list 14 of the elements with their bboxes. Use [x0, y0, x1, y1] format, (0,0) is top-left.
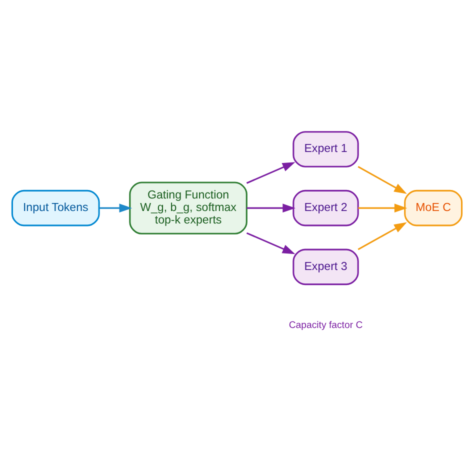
node-box: Expert 3: [292, 248, 359, 285]
arrow: [246, 232, 296, 254]
arrow: [246, 203, 296, 212]
arrow: [358, 166, 407, 194]
node-box: MoE C: [404, 189, 463, 226]
arrow: [358, 222, 407, 250]
node-box: Input Tokens: [11, 189, 100, 226]
arrow: [99, 203, 132, 212]
node-box: Gating Function W_g, b_g, softmax top-k experts: [129, 181, 248, 234]
node-label: Capacity factor C: [288, 320, 363, 331]
arrow: [358, 203, 408, 212]
arrow: [246, 162, 296, 184]
node-box: Expert 1: [292, 130, 359, 167]
node-box: Expert 2: [292, 189, 359, 226]
